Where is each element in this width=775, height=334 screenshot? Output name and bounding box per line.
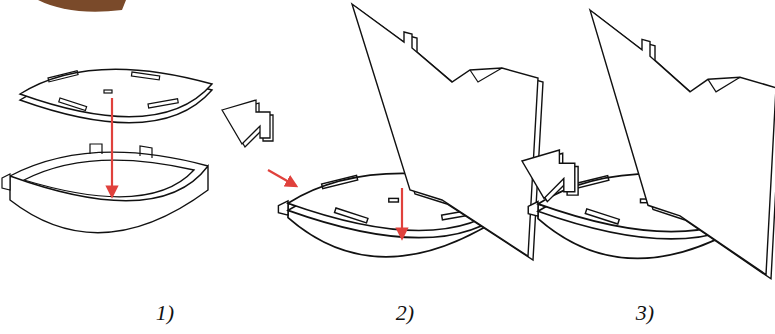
hull-frame	[2, 144, 208, 233]
assembly-arrow	[111, 98, 113, 196]
sail	[590, 10, 775, 279]
photo-fragment	[38, 0, 126, 12]
assembly-arrow	[401, 188, 403, 238]
step-number: 3)	[636, 300, 654, 326]
step-number: 1)	[156, 300, 174, 326]
bow-piece	[522, 150, 578, 202]
deck-plate	[20, 69, 212, 123]
sail	[352, 4, 543, 260]
assembly-arrow	[268, 170, 296, 186]
bow-piece	[222, 100, 273, 147]
step-number: 2)	[396, 300, 414, 326]
